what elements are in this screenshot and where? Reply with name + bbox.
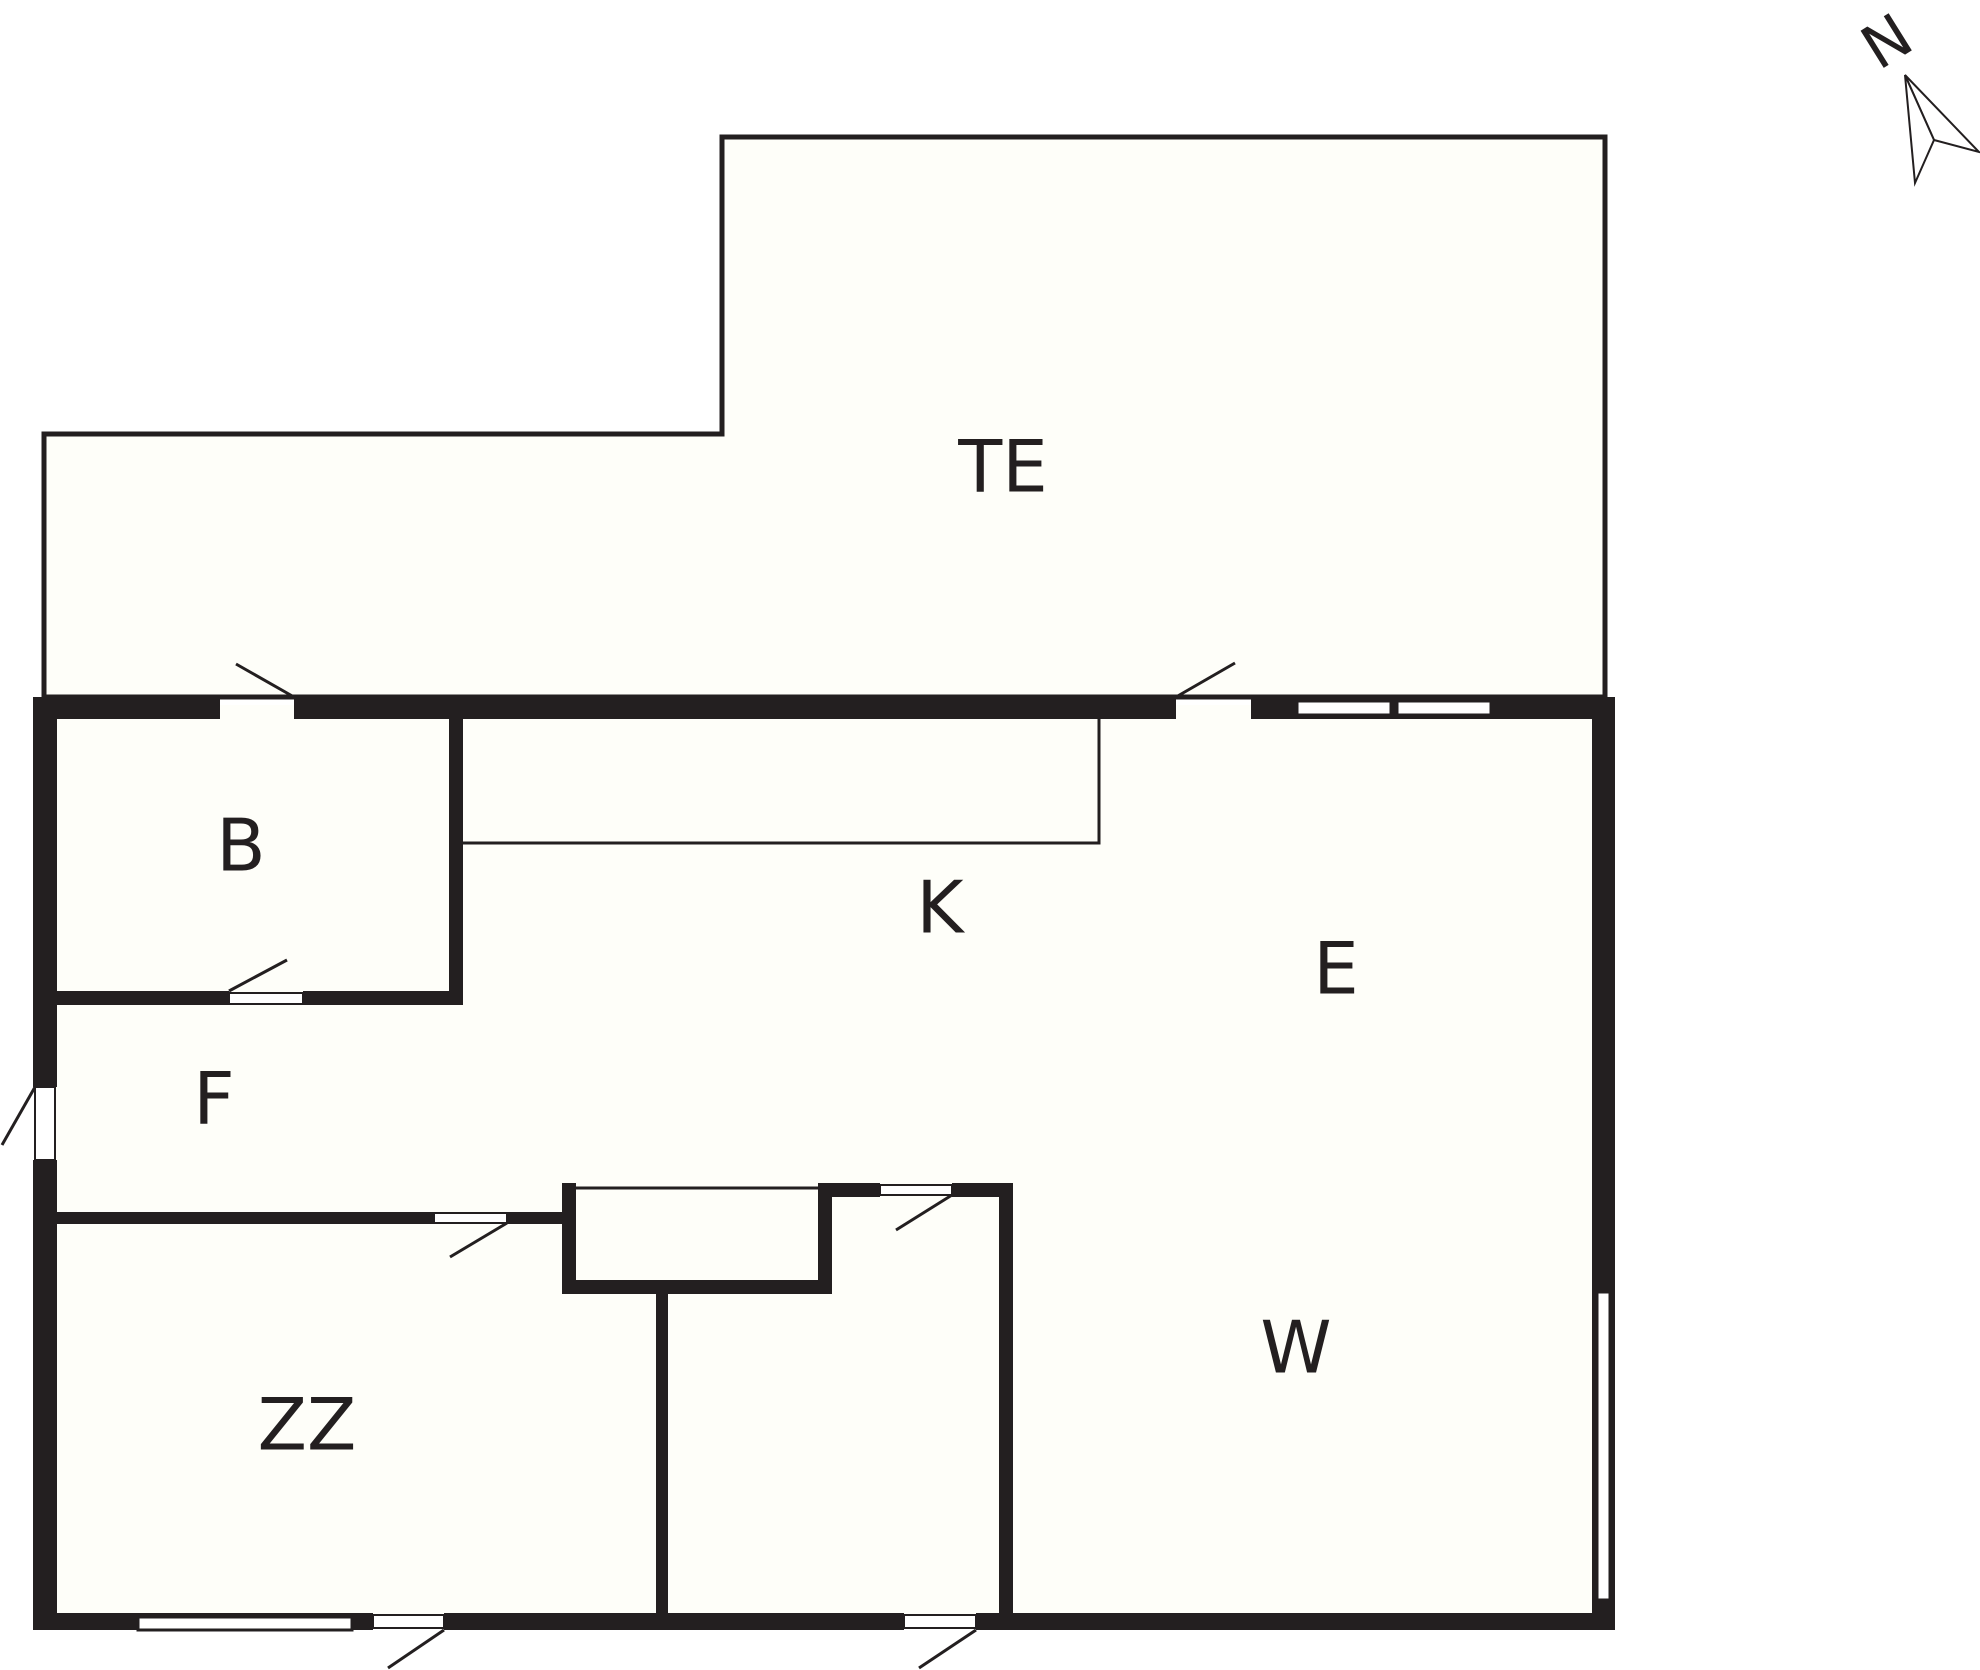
window-top-right-1 bbox=[1295, 699, 1393, 717]
wall-bath-top bbox=[952, 1183, 1013, 1197]
door-sills bbox=[34, 992, 977, 1629]
north-arrow-icon bbox=[1904, 74, 1980, 187]
room-label-k: K bbox=[916, 866, 965, 950]
room-label-e: E bbox=[1313, 927, 1359, 1011]
door-leaves bbox=[0, 661, 1236, 1670]
door-leaf-terrace-left bbox=[235, 662, 295, 699]
door-sill-bottom-left bbox=[372, 1614, 445, 1629]
terrace-area bbox=[41, 134, 1608, 700]
kitchen-counter bbox=[463, 719, 1101, 845]
bottom-wall-segment bbox=[976, 1613, 1615, 1630]
window-bottom bbox=[136, 1615, 354, 1632]
top-wall-segment bbox=[294, 697, 1176, 719]
room-label-f: F bbox=[193, 1057, 234, 1141]
door-sill-left bbox=[34, 1086, 56, 1161]
wall-closet-right bbox=[818, 1183, 832, 1292]
room-label-zz: ZZ bbox=[258, 1383, 357, 1467]
door-leaf-bath bbox=[895, 1193, 953, 1232]
wall-b-bottom bbox=[57, 991, 229, 1005]
wall-bath-right bbox=[999, 1183, 1013, 1613]
door-leaf-terrace-right bbox=[1175, 661, 1236, 699]
windows bbox=[136, 699, 1612, 1632]
fixtures bbox=[463, 719, 1101, 1190]
door-leaf-b bbox=[228, 958, 288, 993]
wall-closet-left bbox=[562, 1183, 576, 1292]
room-label-b: B bbox=[216, 804, 265, 888]
room-label-w: W bbox=[1260, 1306, 1331, 1390]
window-right bbox=[1595, 1290, 1612, 1602]
door-leaf-bottom-right bbox=[918, 1628, 977, 1670]
house-floor bbox=[44, 705, 1605, 1621]
door-leaf-entrance bbox=[0, 1086, 37, 1146]
door-sill-zz bbox=[433, 1212, 508, 1224]
top-wall-segment bbox=[33, 697, 220, 719]
left-wall-segment bbox=[33, 1160, 57, 1630]
outer-walls bbox=[33, 697, 1615, 1630]
wall-closet-top bbox=[818, 1183, 880, 1197]
wall-b-right bbox=[449, 719, 463, 1005]
door-leaf-zz bbox=[449, 1221, 508, 1259]
bottom-wall-segment bbox=[444, 1613, 904, 1630]
compass: N bbox=[1850, 1, 1980, 187]
wall-zz-top bbox=[507, 1212, 564, 1224]
window-top-right-2 bbox=[1395, 699, 1493, 717]
door-sill-b bbox=[228, 992, 304, 1005]
compass-label: N bbox=[1850, 1, 1925, 84]
door-sill-bath bbox=[879, 1184, 953, 1196]
door-leaf-bottom-left bbox=[387, 1628, 445, 1670]
wall-zz-divider bbox=[656, 1292, 668, 1613]
wall-b-bottom bbox=[303, 991, 463, 1005]
room-label-te: TE bbox=[957, 425, 1047, 509]
interior-walls bbox=[57, 719, 1013, 1613]
left-wall-segment bbox=[33, 697, 57, 1087]
wall-closet-bottom bbox=[562, 1280, 832, 1294]
wall-zz-top bbox=[57, 1212, 434, 1224]
door-sill-bottom-right bbox=[903, 1614, 977, 1629]
